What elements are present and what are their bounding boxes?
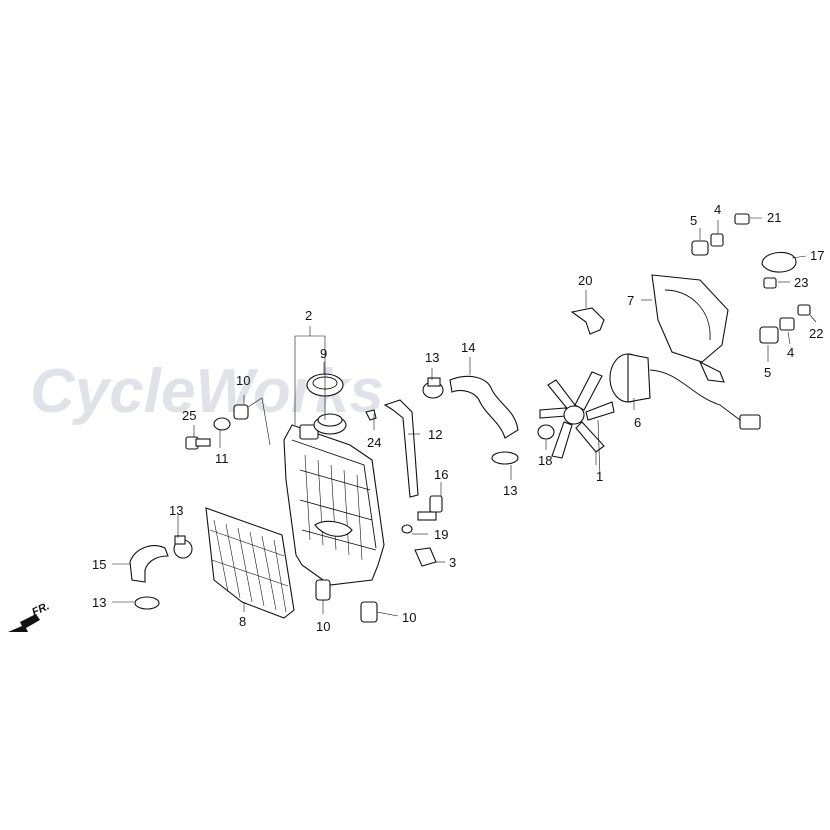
mount-rubber-lower-right: [360, 601, 378, 623]
front-direction-arrow: FR.: [8, 600, 51, 632]
fan-bracket: [651, 274, 729, 383]
stay-20: [570, 307, 605, 335]
callout-labels: 1 2 3 4 4 5 5 6 7 8 9 10 10 10 11 12 13 …: [92, 202, 824, 634]
callout-13-shroud: 13: [169, 503, 183, 518]
collar-11: [213, 417, 231, 431]
callout-15: 15: [92, 557, 106, 572]
callout-8: 8: [239, 614, 246, 629]
callout-20: 20: [578, 273, 592, 288]
upper-hose: [449, 375, 519, 439]
callout-21: 21: [767, 210, 781, 225]
overflow-tube: [383, 399, 419, 498]
bolt-23: [763, 277, 777, 289]
callout-13-fan: 13: [503, 483, 517, 498]
callout-25: 25: [182, 408, 196, 423]
hose-clamp-shroud-upper: [173, 535, 193, 559]
callout-3: 3: [449, 555, 456, 570]
callout-19: 19: [434, 527, 448, 542]
bolt-25: [185, 436, 211, 450]
callout-18: 18: [538, 453, 552, 468]
callout-24: 24: [367, 435, 381, 450]
callout-11: 11: [215, 451, 229, 466]
hose-clamp-lower: [134, 596, 160, 610]
radiator: [283, 413, 385, 586]
bracket-3: [414, 547, 437, 567]
callout-4-upper: 4: [714, 202, 721, 217]
callout-10-lower-right: 10: [402, 610, 416, 625]
clip-24: [365, 409, 377, 421]
grommet-5-lower: [759, 326, 779, 344]
clip-17: [761, 251, 797, 273]
callout-1: 1: [596, 469, 603, 484]
callout-4-lower: 4: [787, 345, 794, 360]
callout-23: 23: [794, 275, 808, 290]
collar-4-upper: [710, 233, 724, 247]
callout-12: 12: [428, 427, 442, 442]
bolt-21: [734, 213, 750, 225]
callout-10-upper: 10: [236, 373, 250, 388]
callout-17: 17: [810, 248, 824, 263]
hose-clamp-fan-side: [491, 451, 519, 465]
callout-5-lower: 5: [764, 365, 771, 380]
direction-label: FR.: [30, 600, 51, 618]
callout-6: 6: [634, 415, 641, 430]
callout-5-upper: 5: [690, 213, 697, 228]
callout-10-lower-left: 10: [316, 619, 330, 634]
collar-4-lower: [779, 317, 795, 331]
hose-clamp-upper: [422, 377, 444, 399]
nut-18: [537, 424, 555, 440]
mount-rubber-upper: [233, 404, 249, 420]
callout-16: 16: [434, 467, 448, 482]
callout-13-upper: 13: [425, 350, 439, 365]
fan-motor: [609, 353, 761, 430]
callout-9: 9: [320, 346, 327, 361]
callout-14: 14: [461, 340, 475, 355]
mount-rubber-lower-left: [315, 579, 331, 601]
temperature-sensor: [417, 495, 443, 521]
radiator-shroud: [205, 507, 295, 619]
bolt-22: [797, 304, 811, 316]
callout-7: 7: [627, 293, 634, 308]
grommet-5-upper: [691, 240, 709, 256]
leader-lines: [112, 217, 817, 617]
lower-hose: [129, 545, 169, 583]
cooling-fan: [539, 371, 615, 459]
washer-19: [401, 524, 413, 534]
callout-22: 22: [809, 326, 823, 341]
callout-13-lower: 13: [92, 595, 106, 610]
callout-2: 2: [305, 308, 312, 323]
